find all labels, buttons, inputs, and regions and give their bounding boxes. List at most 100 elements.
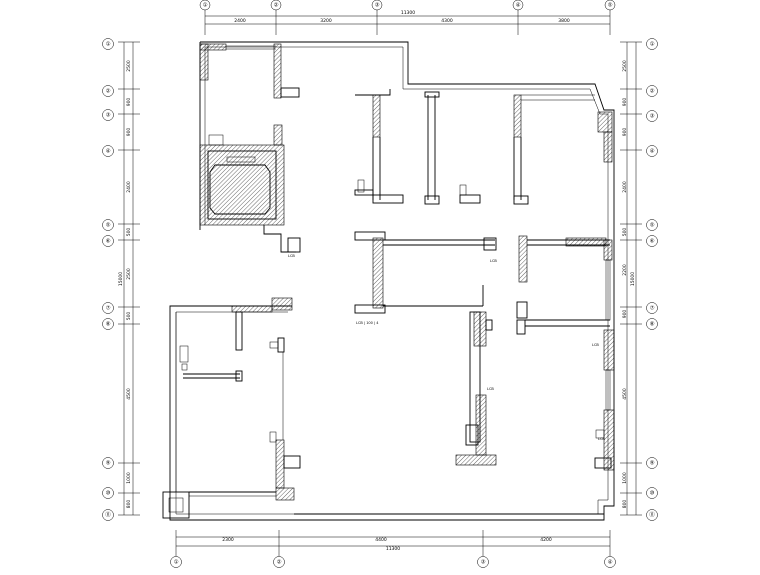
left-dimension-1: 2500 [126, 60, 132, 72]
right-dimension-5: 500 [622, 228, 628, 237]
left-axis-bubble-6: ⑥ [102, 235, 114, 247]
left-dimension-3: 900 [126, 128, 132, 137]
note-label-3: LCB [490, 259, 497, 263]
right-dimension-system: 2500 900 900 2400 500 2200 900 4500 1000… [620, 41, 642, 516]
svg-text:⑪: ⑪ [105, 511, 111, 519]
svg-text:②: ② [274, 2, 279, 9]
top-dimension-4: 3800 [558, 18, 570, 24]
right-dimension-8: 4500 [622, 388, 628, 400]
svg-text:③: ③ [375, 3, 380, 9]
svg-text:①: ① [203, 3, 208, 9]
left-axis-bubble-8: ⑧ [102, 318, 114, 330]
top-dimension-3: 4300 [441, 18, 453, 24]
note-label-4: LCB [487, 387, 494, 391]
svg-text:⑦: ⑦ [106, 305, 111, 312]
top-axis-bubble-4: ④ [512, 0, 524, 11]
bottom-axis-bubble-3: ③ [477, 556, 489, 568]
outer-walls [169, 41, 615, 521]
left-axis-bubble-3: ③ [102, 109, 114, 121]
right-dimension-6: 2200 [622, 264, 628, 276]
svg-text:⑨: ⑨ [106, 460, 111, 467]
top-axis-bubble-2: ② [270, 0, 282, 11]
right-dimension-4: 2400 [622, 181, 628, 193]
left-axis-bubble-5: ⑤ [102, 219, 114, 231]
right-axis-bubble-5: ⑤ [646, 219, 658, 231]
left-total-dimension: 15000 [118, 272, 124, 286]
svg-text:①: ① [650, 42, 655, 48]
svg-text:⑧: ⑧ [650, 322, 655, 328]
left-axis-bubble-1: ① [102, 38, 114, 50]
svg-text:①: ① [174, 560, 179, 566]
right-dimension-9: 1000 [622, 472, 628, 484]
svg-text:③: ③ [106, 113, 111, 119]
bottom-dimension-2: 4400 [375, 537, 387, 543]
bottom-axis-bubbles: ① ② ③ ④ [170, 556, 616, 568]
svg-text:⑧: ⑧ [106, 322, 111, 328]
left-dimension-5: 500 [126, 228, 132, 237]
right-total-dimension: 15000 [630, 272, 636, 286]
top-axis-bubble-3: ③ [371, 0, 383, 11]
note-label-2: LCB | 100 | 4 [356, 321, 379, 325]
left-axis-bubbles: ① ② ③ ④ ⑤ ⑥ ⑦ ⑧ ⑨ ⑩ ⑪ [102, 38, 114, 521]
left-axis-bubble-4: ④ [102, 145, 114, 157]
svg-text:⑥: ⑥ [650, 239, 655, 245]
svg-text:⑤: ⑤ [650, 223, 655, 229]
svg-text:⑤: ⑤ [608, 3, 613, 9]
svg-text:④: ④ [608, 560, 613, 566]
left-dimension-9: 1000 [126, 472, 132, 484]
bottom-dimension-system: 2300 4400 4200 11300 [175, 530, 611, 556]
top-axis-bubble-5: ⑤ [604, 0, 616, 11]
right-axis-bubble-10: ⑩ [646, 487, 658, 499]
bottom-total-dimension: 11300 [386, 546, 400, 552]
svg-text:⑥: ⑥ [106, 239, 111, 245]
svg-text:③: ③ [650, 114, 655, 120]
bottom-dimension-1: 2300 [222, 537, 234, 543]
top-axis-bubbles: ① ② ③ ④ ⑤ [199, 0, 616, 11]
left-dimension-10: 800 [126, 500, 132, 509]
right-dimension-7: 900 [622, 310, 628, 319]
svg-text:⑪: ⑪ [649, 511, 655, 519]
svg-text:⑦: ⑦ [650, 305, 655, 312]
note-label-5: LCB [592, 343, 599, 347]
right-axis-bubble-2: ② [646, 85, 658, 97]
top-left-room: LCB [199, 43, 301, 258]
svg-text:⑨: ⑨ [650, 460, 655, 467]
svg-text:②: ② [650, 88, 655, 95]
right-axis-bubbles: ① ② ③ ④ ⑤ ⑥ ⑦ ⑧ ⑨ ⑩ ⑪ [646, 38, 658, 521]
top-dimension-2: 3200 [320, 18, 332, 24]
left-dimension-system: 2500 900 900 2400 500 2500 500 4500 1000… [118, 41, 140, 516]
left-axis-bubble-11: ⑪ [102, 509, 114, 521]
top-axis-bubble-1: ① [199, 0, 211, 11]
left-dimension-7: 500 [126, 312, 132, 321]
note-label-1: LCB [288, 254, 295, 258]
svg-text:②: ② [106, 88, 111, 95]
right-dimension-1: 2500 [622, 60, 628, 72]
left-axis-bubble-9: ⑨ [102, 457, 114, 469]
right-axis-bubble-7: ⑦ [646, 302, 658, 314]
lower-right-area: LCB LCB LCB [294, 311, 615, 515]
svg-text:⑤: ⑤ [106, 223, 111, 229]
svg-text:④: ④ [516, 3, 521, 9]
left-axis-bubble-7: ⑦ [102, 302, 114, 314]
right-axis-bubble-1: ① [646, 38, 658, 50]
right-dimension-3: 900 [622, 128, 628, 137]
top-dimension-system: 11300 2400 3200 4300 3800 [204, 10, 611, 35]
left-axis-bubble-10: ⑩ [102, 487, 114, 499]
svg-text:②: ② [277, 559, 282, 566]
note-label-6: LCB [598, 437, 605, 441]
right-axis-bubble-9: ⑨ [646, 457, 658, 469]
left-dimension-8: 4500 [126, 388, 132, 400]
left-dimension-4: 2400 [126, 181, 132, 193]
right-axis-bubble-4: ④ [646, 145, 658, 157]
top-dimension-1: 2400 [234, 18, 246, 24]
lower-left-wing [162, 297, 301, 519]
left-axis-bubble-2: ② [102, 85, 114, 97]
right-axis-bubble-11: ⑪ [646, 509, 658, 521]
top-total-dimension: 11300 [401, 10, 415, 16]
svg-text:④: ④ [106, 149, 111, 155]
right-dimension-2: 900 [622, 98, 628, 107]
middle-band: LCB | 100 | 4 LCB [354, 231, 613, 335]
right-dimension-10: 800 [622, 500, 628, 509]
right-axis-bubble-8: ⑧ [646, 318, 658, 330]
